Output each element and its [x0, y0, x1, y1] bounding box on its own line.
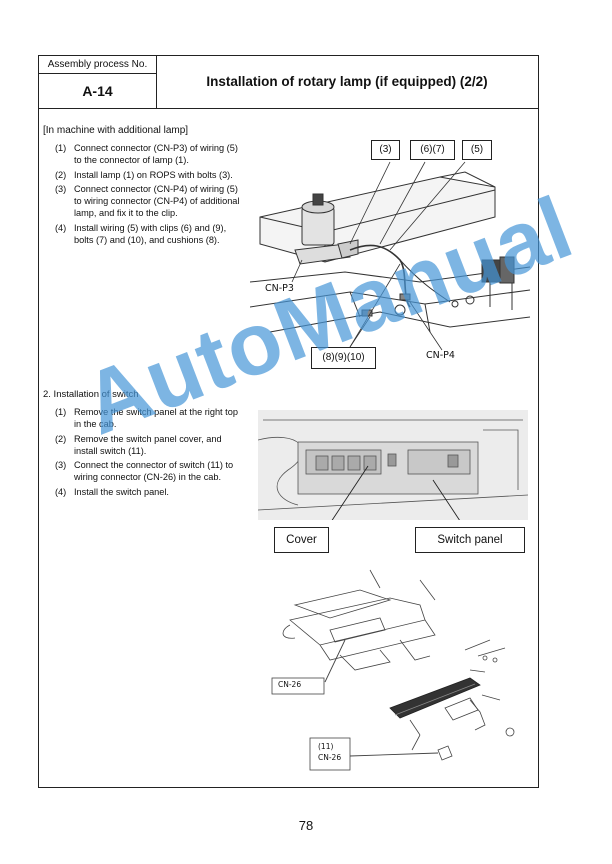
- callout-6-7: (6)(7): [410, 140, 455, 160]
- step-text: Connect connector (CN-P3) of wiring (5) …: [74, 143, 238, 166]
- step-number: (3): [55, 183, 67, 194]
- label-cn-26: CN-26: [278, 680, 302, 689]
- list-item: (1) Remove the switch panel at the right …: [55, 406, 245, 431]
- list-item: (3) Connect connector (CN-P4) of wiring (…: [55, 183, 245, 220]
- step-number: (1): [55, 143, 67, 153]
- step-number: (2): [55, 169, 67, 180]
- list-item: (2) Remove the switch panel cover, and in…: [55, 433, 245, 458]
- section1-steps: (1) Connect connector (CN-P3) of wiring (…: [55, 142, 245, 248]
- process-box: Assembly process No. A-14: [39, 56, 157, 108]
- section2-title: 2. Installation of switch: [43, 389, 139, 400]
- list-item: (4) Install wiring (5) with clips (6) and…: [55, 222, 245, 247]
- label-cn-p3: CN-P3: [265, 283, 294, 294]
- list-item: (2) Install lamp (1) on ROPS with bolts (…: [55, 169, 245, 181]
- page-title: Installation of rotary lamp (if equipped…: [206, 74, 488, 89]
- step-number: (2): [55, 433, 67, 444]
- callout-3: (3): [371, 140, 400, 160]
- label-cn-p4: CN-P4: [426, 350, 455, 361]
- step-text: Connect the connector of switch (11) to …: [74, 460, 234, 483]
- callout-cover: Cover: [274, 527, 329, 553]
- list-item: (4) Install the switch panel.: [55, 486, 245, 498]
- page-frame: Assembly process No. A-14 Installation o…: [38, 55, 539, 788]
- header: Assembly process No. A-14 Installation o…: [39, 56, 538, 109]
- section2-steps: (1) Remove the switch panel at the right …: [55, 406, 245, 500]
- step-text: Install wiring (5) with clips (6) and (9…: [74, 222, 227, 246]
- step-number: (3): [55, 460, 67, 471]
- process-label: Assembly process No.: [39, 56, 156, 74]
- callout-5: (5): [462, 140, 492, 160]
- list-item: (1) Connect connector (CN-P3) of wiring (…: [55, 142, 245, 167]
- switch-panel-figure: [258, 410, 528, 520]
- callout-8-9-10: (8)(9)(10): [311, 347, 376, 369]
- label-11: (11): [318, 742, 334, 751]
- label-cn-26-switch: CN-26: [318, 753, 342, 762]
- section1-title: [In machine with additional lamp]: [43, 125, 189, 136]
- switch-install-figure: [271, 569, 515, 771]
- list-item: (3) Connect the connector of switch (11) …: [55, 459, 245, 484]
- step-text: Connect connector (CN-P4) of wiring (5) …: [74, 183, 240, 219]
- step-text: Install the switch panel.: [74, 486, 169, 497]
- step-number: (1): [55, 407, 67, 417]
- process-number: A-14: [82, 83, 113, 99]
- callout-switch-panel: Switch panel: [415, 527, 525, 553]
- rotary-lamp-figure: [250, 161, 531, 351]
- page-number: 78: [298, 818, 314, 833]
- step-number: (4): [55, 486, 67, 497]
- step-text: Remove the switch panel cover, and insta…: [74, 433, 222, 456]
- step-text: Remove the switch panel at the right top…: [74, 407, 238, 430]
- step-text: Install lamp (1) on ROPS with bolts (3).: [74, 169, 233, 180]
- step-number: (4): [55, 222, 67, 233]
